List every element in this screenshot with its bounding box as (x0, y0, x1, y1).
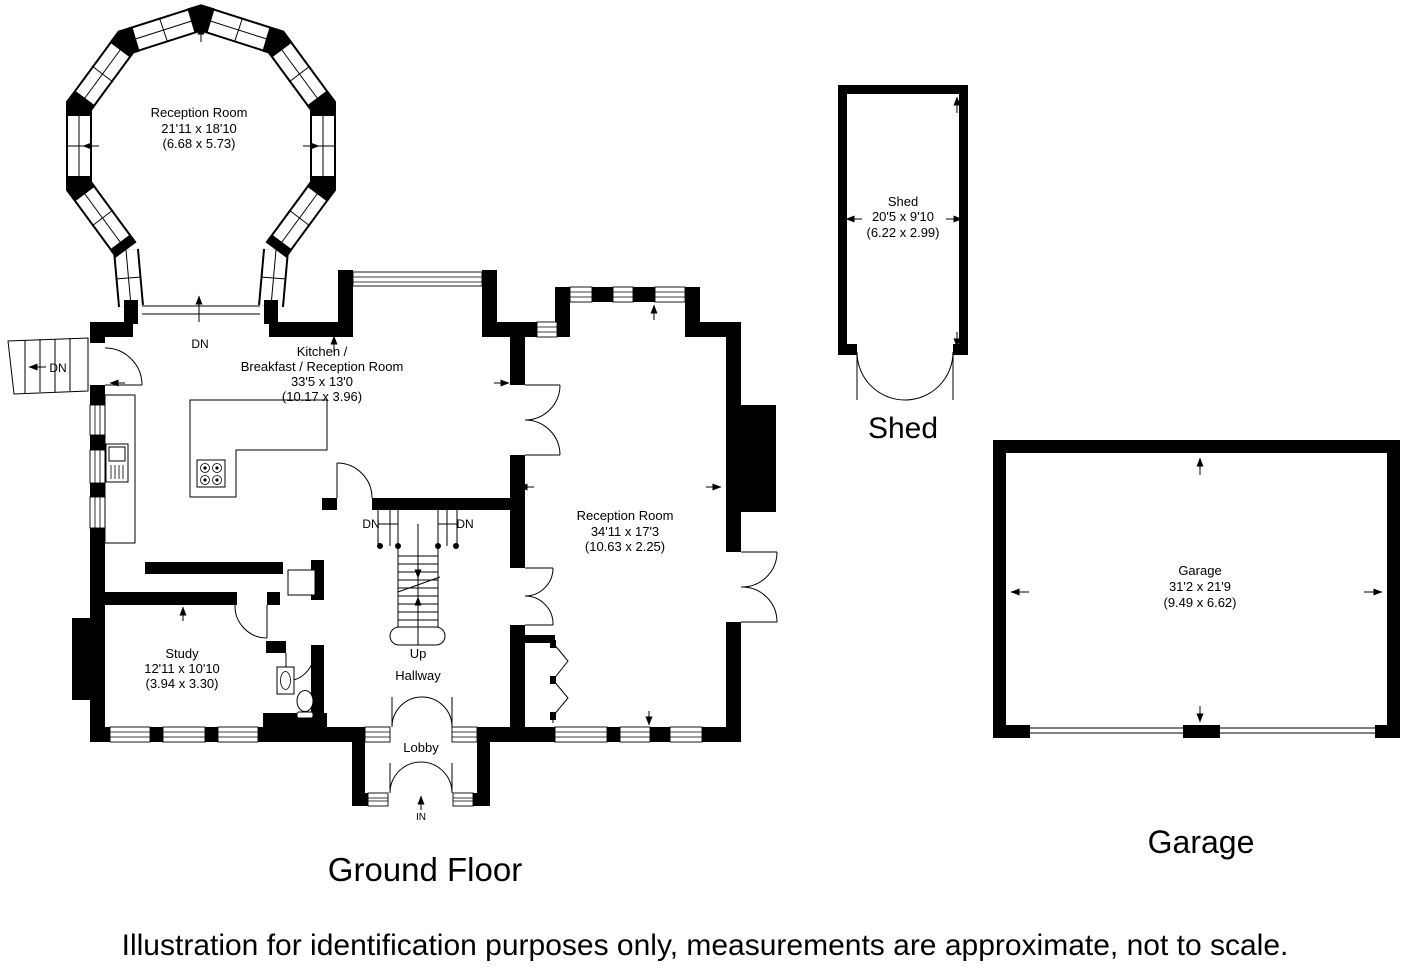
shed-title: Shed (868, 412, 938, 445)
chimney-left (72, 618, 92, 700)
disclaimer-text: Illustration for identification purposes… (122, 929, 1289, 962)
stairs-dn-right-label: DN (456, 517, 473, 531)
wc-fixtures (276, 666, 314, 719)
window-lobby (364, 726, 478, 807)
windows (89, 271, 703, 807)
window-reception-south (554, 726, 703, 743)
shed-double-doors (856, 351, 954, 401)
door-kitchen-hallway (336, 462, 373, 499)
shed-metric: (6.22 x 2.99) (867, 225, 940, 240)
folding-door-reception (550, 640, 569, 723)
kitchen-fixtures (104, 394, 328, 596)
steps-dn-label: DN (191, 337, 208, 351)
house-walls (72, 270, 776, 806)
garage-title: Garage (1148, 824, 1255, 860)
external-stair (7, 337, 89, 395)
lobby-name: Lobby (403, 740, 439, 755)
recess-cupboard (287, 569, 316, 596)
shed: Shed 20'5 x 9'10 (6.22 x 2.99) Shed (838, 85, 968, 445)
garage-doors (1030, 727, 1375, 734)
stairs-dn-left-label: DN (362, 517, 379, 531)
door-study (234, 604, 268, 639)
stair-break-line (397, 576, 441, 593)
garage-name: Garage (1178, 563, 1221, 578)
room-labels: Reception Room 21'11 x 18'10 (6.68 x 5.7… (49, 105, 673, 823)
floor-title: Ground Floor (328, 851, 522, 888)
external-stair-dn-label: DN (49, 361, 66, 375)
stove-icon (196, 459, 226, 488)
kitchen-metric: (10.17 x 3.96) (282, 389, 362, 404)
window-top-middle (536, 321, 558, 338)
doors (104, 347, 778, 794)
double-door-entrance (389, 761, 453, 794)
reception-name: Reception Room (577, 508, 674, 523)
kitchen-sink (105, 443, 129, 483)
bay-steps (142, 305, 260, 315)
garage: Garage 31'2 x 21'9 (9.49 x 6.62) Garage (993, 440, 1400, 860)
window-kitchen-west (89, 404, 106, 529)
double-door-hallway-lobby (391, 696, 453, 728)
garage-metric: (9.49 x 6.62) (1164, 595, 1237, 610)
shed-imperial: 20'5 x 9'10 (872, 209, 934, 224)
entrance-in-label: IN (416, 812, 426, 823)
study-metric: (3.94 x 3.30) (146, 676, 219, 691)
kitchen-name-line1: Kitchen / (297, 344, 348, 359)
main-staircase (377, 510, 459, 646)
study-name: Study (165, 646, 199, 661)
french-door-reception-east (740, 551, 778, 623)
reception-metric: (10.63 x 2.25) (585, 539, 665, 554)
bay-reception-room (66, 4, 336, 324)
kitchen-name-line2: Breakfast / Reception Room (241, 359, 404, 374)
hallway-name: Hallway (395, 668, 441, 683)
window-study-south (109, 726, 259, 743)
double-door-reception-lower (524, 567, 554, 626)
reception-imperial: 34'11 x 17'3 (591, 524, 659, 539)
kitchen-imperial: 33'5 x 13'0 (291, 374, 353, 389)
wc-sink (276, 666, 295, 695)
chimney-breast (741, 405, 776, 512)
bay-reception-metric: (6.68 x 5.73) (163, 136, 236, 151)
stairs-up-label: Up (410, 646, 427, 661)
garage-imperial: 31'2 x 21'9 (1169, 579, 1231, 594)
bay-reception-name: Reception Room (151, 105, 248, 120)
dimension-arrows (82, 25, 722, 810)
window-reception-bay-north (569, 286, 686, 303)
study-imperial: 12'11 x 10'10 (144, 661, 220, 676)
bay-reception-imperial: 21'11 x 18'10 (161, 121, 237, 136)
window-kitchen-bay-north (352, 271, 483, 287)
wc-toilet (296, 690, 314, 719)
shed-name: Shed (888, 194, 918, 209)
double-door-reception-upper (524, 384, 561, 456)
door-kitchen-west (104, 347, 143, 386)
